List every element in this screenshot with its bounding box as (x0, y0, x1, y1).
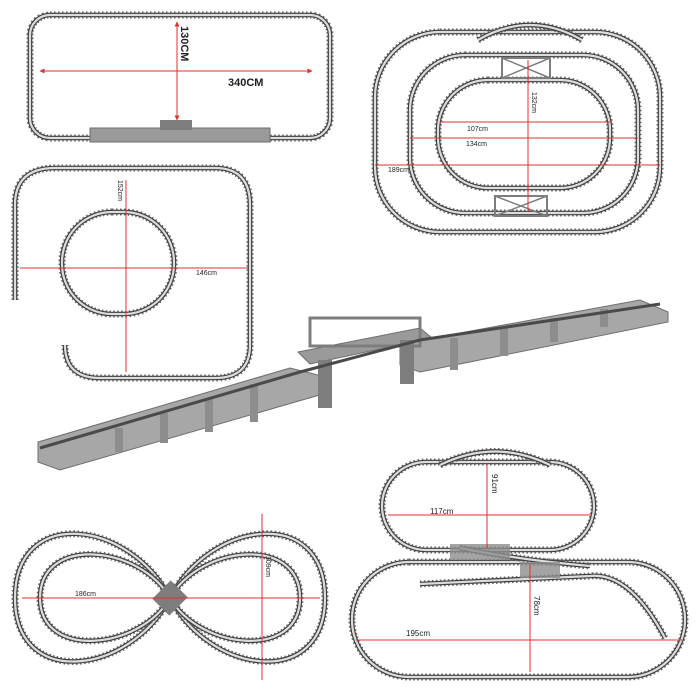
bridge-left-ramp (37, 367, 331, 471)
elevated-bridge-model (37, 299, 669, 471)
siding-track (419, 574, 666, 639)
top-oval-bridge-curve (439, 450, 551, 466)
middle-oval-track (408, 53, 640, 215)
rectangle-layout: 340CM 130CM (26, 11, 334, 143)
bridge-track-surface (39, 302, 661, 450)
bottom-width-label: 195cm (406, 629, 430, 638)
top-width-label: 117cm (430, 507, 454, 516)
bridge-ramp-pillars (115, 309, 608, 452)
top-height-label: 91cm (490, 474, 499, 494)
top-oval-track (380, 460, 596, 552)
figure-eight-height-label: 109cm (264, 556, 271, 577)
rectangle-width-label: 340CM (228, 77, 263, 89)
overlapping-loops-height-label: 152cm (116, 180, 123, 201)
bridge-center-span (296, 316, 434, 408)
overlapping-loops-layout: 152cm 146cm (11, 164, 254, 382)
inner-width-label: 107cm (467, 126, 488, 133)
overlapping-loops-width-label: 146cm (196, 270, 217, 277)
bottom-oval-track (350, 560, 687, 679)
inner-oval-track (436, 78, 612, 190)
figure-eight-layout: 186cm 109cm (11, 514, 329, 680)
rectangle-bridge (89, 120, 271, 143)
bottom-height-label: 78cm (532, 596, 541, 616)
inner-loop-track (60, 210, 176, 316)
nested-ovals-bridge-top (501, 57, 551, 79)
rectangle-height-label: 130CM (178, 26, 190, 61)
outer-oval-track (373, 30, 662, 234)
nested-ovals-bridge-curve (477, 24, 583, 41)
outer-loop-track (13, 166, 252, 380)
middle-width-label: 134cm (466, 141, 487, 148)
figure-eight-width-label: 186cm (75, 591, 96, 598)
two-ovals-layout: 117cm 91cm 195cm 78cm (348, 448, 689, 681)
outer-width-label: 189cm (388, 167, 409, 174)
nested-ovals-height-label: 132cm (530, 92, 537, 113)
nested-ovals-bridge-bottom (494, 195, 548, 217)
nested-ovals-layout: 107cm 134cm 189cm 132cm (371, 21, 664, 236)
